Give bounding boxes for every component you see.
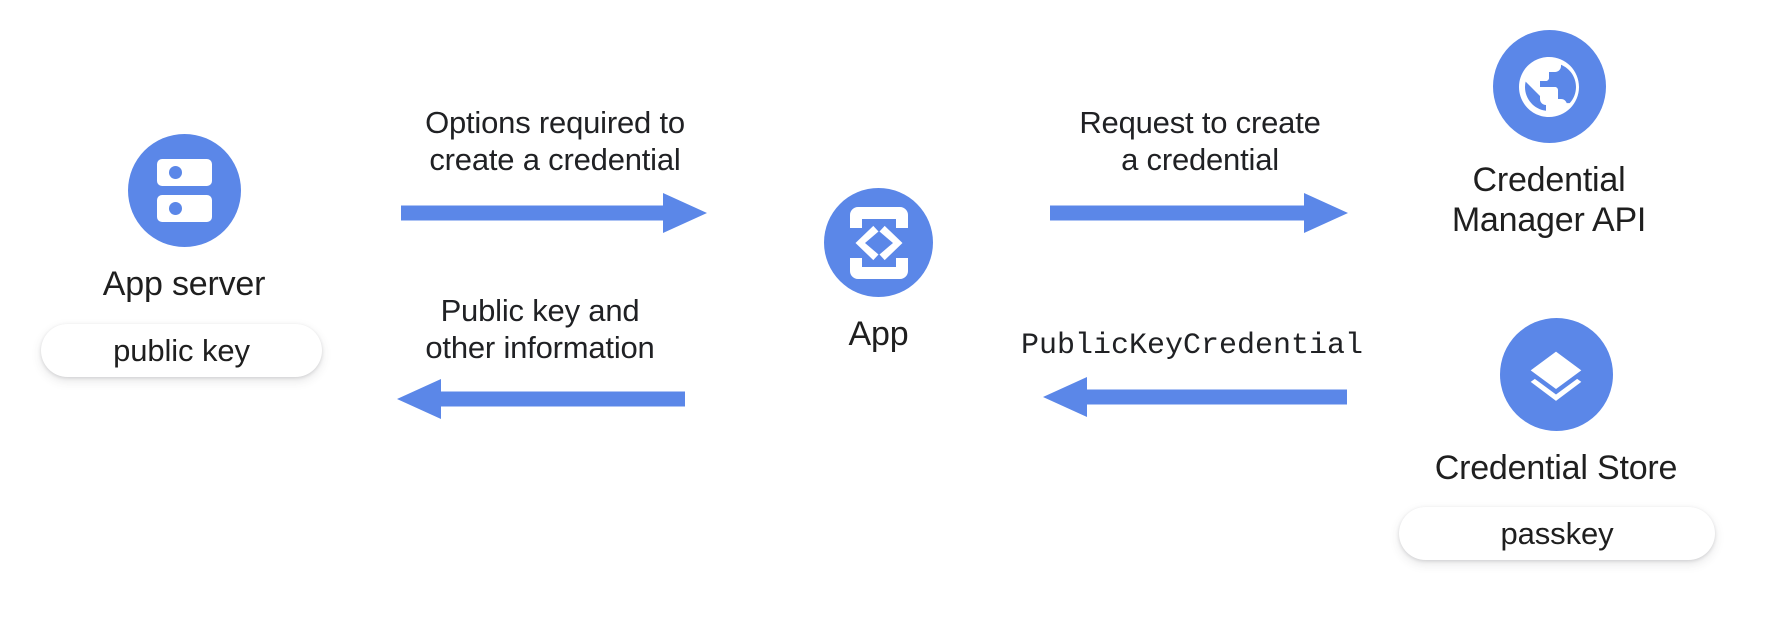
arrow-right-options-required	[401, 193, 707, 234]
chip-public-key: public key	[41, 324, 322, 377]
node-label-credential-store: Credential Store	[1434, 449, 1678, 487]
flow-public-key-information: Public key and other information	[375, 292, 705, 422]
node-label-app: App	[848, 315, 909, 353]
flow-options-required: Options required to create a credential	[390, 104, 720, 236]
flow-public-key-credential: PublicKeyCredential	[1020, 328, 1364, 420]
flow-caption-public-key-information: Public key and other information	[425, 293, 655, 366]
server-icon-bay-bottom	[156, 195, 212, 222]
arrow-right-request-to-create	[1050, 193, 1348, 234]
flow-caption-options-required: Options required to create a credential	[425, 105, 685, 178]
arrow-left-public-key-information	[397, 379, 685, 420]
arrow-left-public-key-credential	[1043, 377, 1347, 417]
layers-icon-glyph	[1530, 351, 1582, 401]
chip-passkey: passkey	[1399, 507, 1715, 560]
server-icon-bay-top	[156, 159, 212, 186]
app-code-phone-icon	[824, 188, 933, 297]
globe-icon	[1492, 30, 1606, 143]
server-icon-led-bottom	[168, 202, 182, 215]
node-label-app-server: App server	[102, 265, 266, 303]
server-icon-led-top	[168, 166, 182, 179]
globe-icon-glyph	[1519, 56, 1579, 117]
node-credential-store: Credential Store	[1435, 318, 1677, 488]
layers-icon	[1499, 318, 1613, 431]
flow-request-to-create: Request to create a credential	[1040, 104, 1360, 236]
node-app: App	[824, 188, 933, 354]
chip-passkey-label: passkey	[1500, 515, 1614, 551]
chip-public-key-label: public key	[113, 332, 250, 368]
node-label-credential-manager-api: Credential Manager API	[1451, 161, 1647, 240]
node-app-server: App server	[103, 134, 265, 304]
flow-caption-public-key-credential: PublicKeyCredential	[1020, 329, 1364, 363]
server-icon	[127, 134, 241, 247]
app-code-phone-glyph	[849, 206, 908, 279]
node-credential-manager-api: Credential Manager API	[1452, 30, 1646, 240]
flow-caption-request-to-create: Request to create a credential	[1079, 105, 1321, 178]
